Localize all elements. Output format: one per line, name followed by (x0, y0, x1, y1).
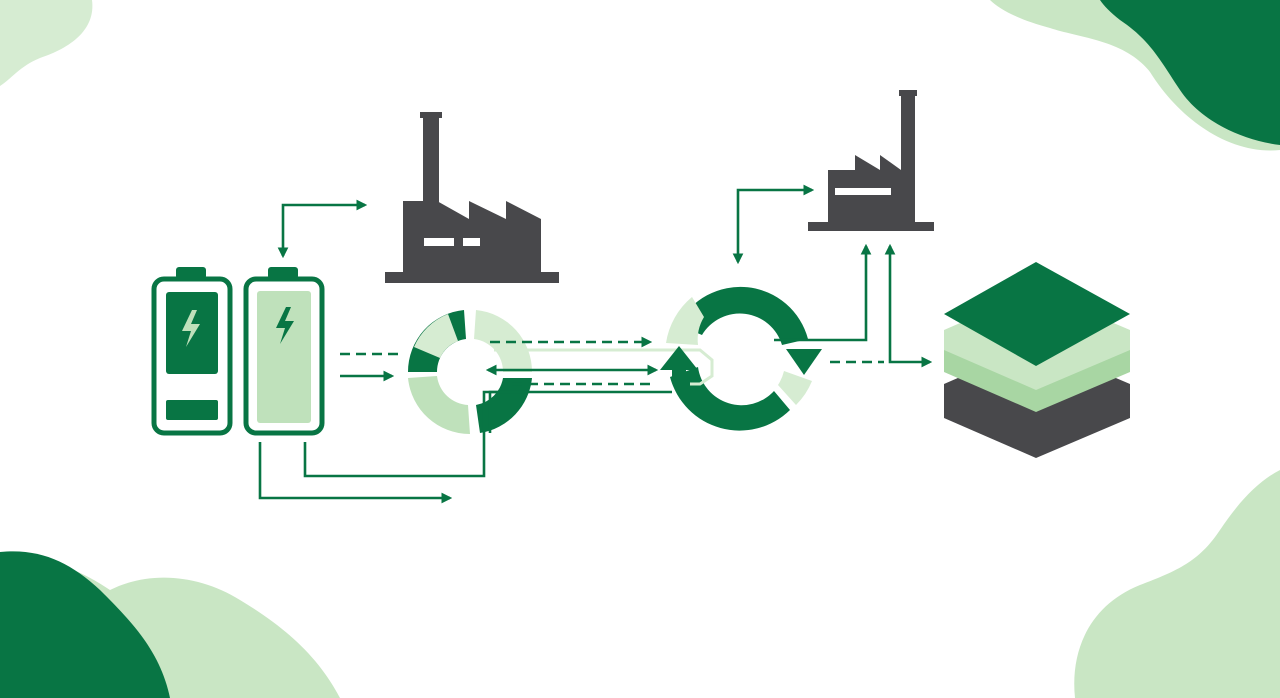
decor-blob-top-left (0, 0, 93, 86)
cycle-arrows-icon (666, 286, 822, 431)
up-arrow-icon (660, 346, 698, 382)
flow-connectors (258, 184, 933, 504)
factory-icon (385, 112, 559, 283)
battery-icon (243, 267, 325, 436)
lightning-bolt-icon (276, 307, 294, 344)
factory-icon (808, 90, 934, 231)
lightning-bolt-icon (182, 310, 200, 347)
battery-icon (151, 267, 233, 436)
decor-blob-bottom-right (1074, 470, 1280, 698)
light-flow-connectors (494, 348, 714, 386)
segmented-ring-icon (407, 310, 533, 435)
decor-blob-top-right (990, 0, 1280, 151)
layered-stack-icon (944, 262, 1130, 458)
decor-blob-bottom-left (0, 551, 340, 698)
